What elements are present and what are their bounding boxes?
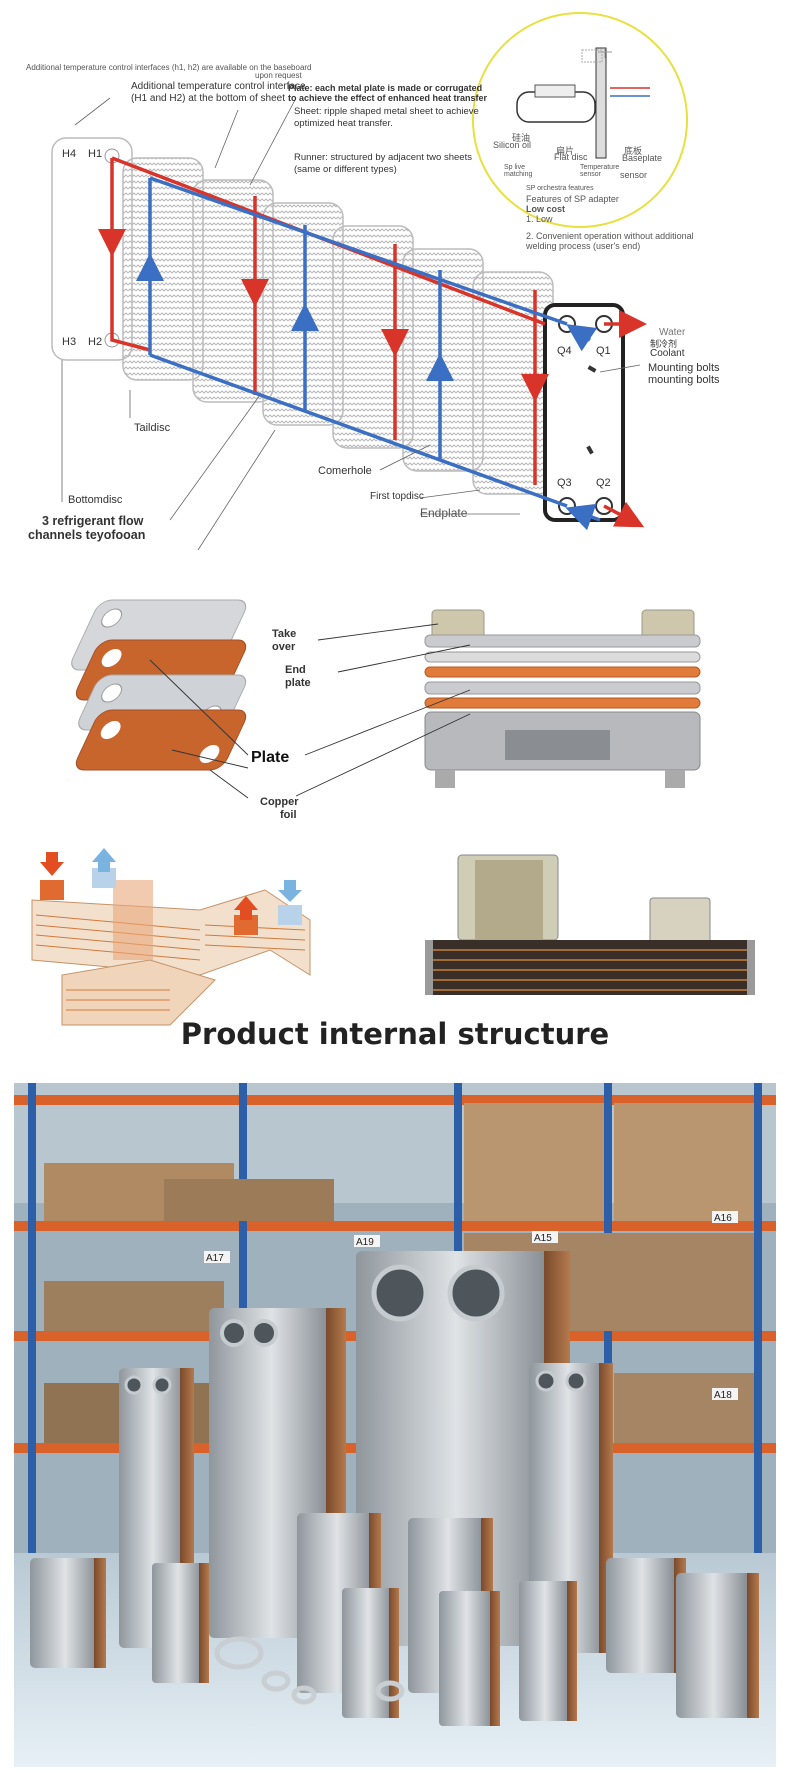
note-temp-interface-l1: Additional temperature control interface	[131, 81, 306, 92]
inset-features-small: SP orchestra features	[526, 185, 594, 192]
label-end-plate-l1: End	[285, 664, 306, 676]
label-copper-l1: Copper	[260, 796, 299, 808]
section-cut	[425, 854, 755, 995]
cold-flow-lines	[136, 176, 601, 531]
label-take-over-l1: Take	[272, 628, 297, 640]
inset-silicon: Silicon oil	[493, 140, 532, 150]
shelf-labels: A15 A16 A17 A18 A19	[204, 1211, 738, 1401]
note-upon-request: upon request	[255, 71, 302, 80]
inset-base: Baseplate	[622, 153, 663, 163]
label-take-over-l2: over	[272, 641, 296, 653]
label-channels-l1: 3 refrigerant flow	[42, 514, 144, 528]
flow-cutaway	[31, 848, 311, 1026]
runner-note-l2: (same or different types)	[294, 164, 397, 175]
runner-note-l1: Runner: structured by adjacent two sheet…	[294, 152, 472, 163]
shelf-label-a18: A18	[714, 1390, 732, 1401]
label-taildisc: Taildisc	[134, 422, 171, 434]
inset-detail	[472, 12, 688, 228]
exchanger-schematic	[51, 12, 688, 551]
label-endplate: Endplate	[420, 506, 468, 520]
small-exchangers	[30, 1513, 759, 1726]
label-first-topdisc: First topdisc	[370, 491, 424, 502]
label-mounting-bolts: Mounting bolts	[648, 362, 720, 374]
sheet-note-l1: Sheet: ripple shaped metal sheet to achi…	[294, 106, 479, 117]
label-mounting-bolts-2: mounting bolts	[648, 374, 720, 386]
label-water: Water	[659, 327, 686, 338]
inset-low: 1. Low	[526, 214, 553, 224]
inset-point2-l1: 2. Convenient operation without addition…	[526, 231, 694, 241]
label-coolant-cn: 制冷剂	[650, 339, 678, 349]
label-coolant: Coolant	[650, 348, 685, 359]
exploded-leaders	[149, 623, 471, 799]
inset-point2-l2: welding process (user's end)	[526, 241, 641, 251]
assembled-exchanger	[424, 609, 701, 788]
plate-note-l2: to achieve the effect of enhanced heat t…	[288, 93, 488, 103]
label-plate: Plate	[251, 749, 290, 766]
port-h4: H4	[62, 148, 77, 160]
shelf-label-a19: A19	[356, 1237, 374, 1248]
inset-features: Features of SP adapter	[526, 194, 619, 204]
plate-stack	[122, 157, 554, 495]
label-end-plate-l2: plate	[285, 677, 311, 689]
inset-base-cn: 底板	[624, 146, 643, 156]
loose-fittings	[214, 1636, 405, 1705]
shelf-label-a17: A17	[206, 1253, 224, 1264]
plate-note-l1: Plate: each metal plate is made or corru…	[288, 83, 483, 93]
sheet-note-l2: optimized heat transfer.	[294, 118, 393, 129]
exploded-plates	[71, 599, 247, 771]
inset-temp: Temperature sensor	[580, 164, 620, 178]
structure-illustrations	[31, 599, 755, 1026]
label-channels-l2: channels teyofooan	[28, 528, 146, 542]
label-cornerhole: Comerhole	[318, 465, 372, 477]
product-photo: A15 A16 A17 A18 A19	[14, 1083, 776, 1767]
port-q1: Q1	[596, 345, 611, 357]
port-h3: H3	[62, 336, 77, 348]
inset-sp: Sp live matching	[504, 164, 533, 178]
note-temp-interface-l2: (H1 and H2) at the bottom of sheet	[131, 93, 285, 104]
port-q4: Q4	[557, 345, 572, 357]
label-copper-l2: foil	[280, 809, 297, 821]
port-q2: Q2	[596, 477, 611, 489]
shelf-label-a16: A16	[714, 1213, 732, 1224]
inset-silicon-cn: 硅油	[512, 133, 531, 143]
section-caption: Product internal structure	[180, 1017, 610, 1051]
inset-sensor: sensor	[620, 170, 648, 180]
warehouse-scene: A15 A16 A17 A18 A19	[14, 1083, 776, 1767]
port-h1: H1	[88, 148, 103, 160]
inset-flat: Flat disc	[554, 152, 588, 162]
shelf-label-a15: A15	[534, 1233, 552, 1244]
inset-low-cost: Low cost	[526, 204, 566, 214]
port-h2: H2	[88, 336, 103, 348]
leader-lines	[61, 97, 641, 551]
label-bottomdisc: Bottomdisc	[68, 494, 123, 506]
port-q3: Q3	[557, 477, 572, 489]
note-temperature-interfaces: Additional temperature control interface…	[26, 63, 312, 72]
inset-flat-cn: 扁片	[556, 146, 575, 156]
